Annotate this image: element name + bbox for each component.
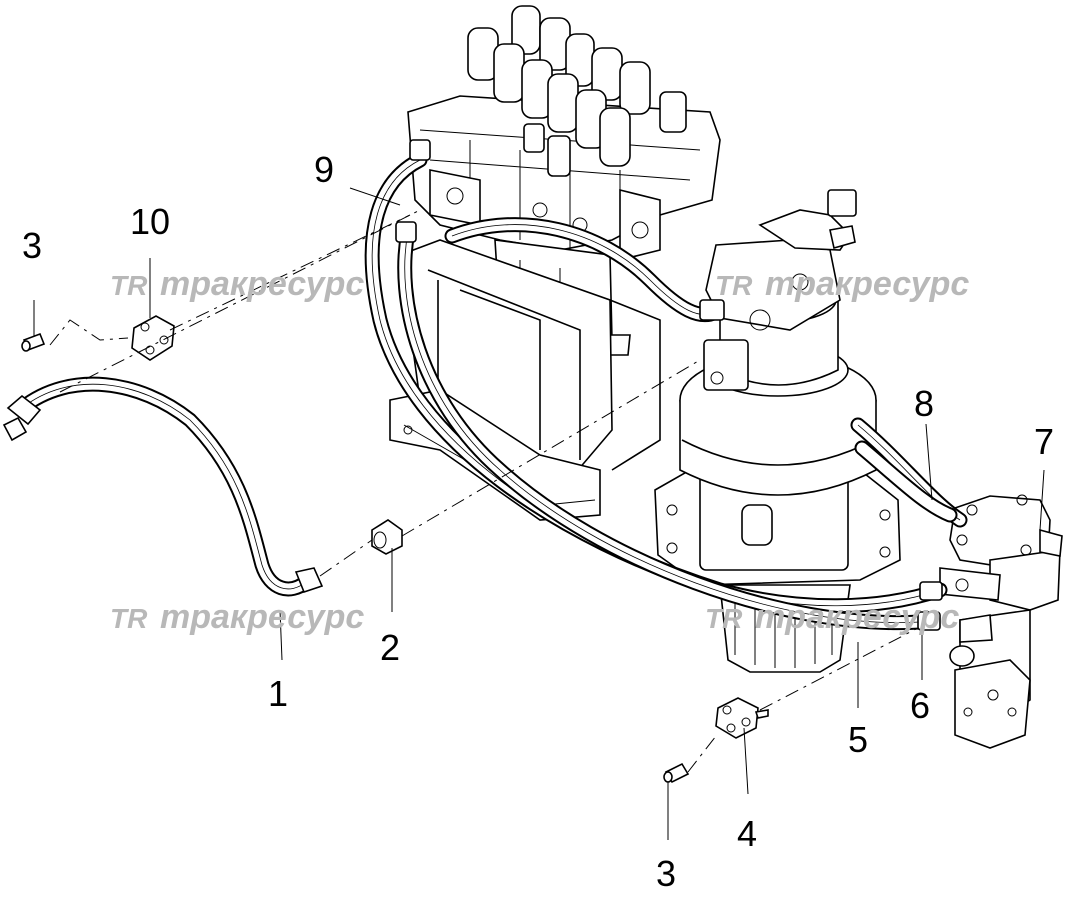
- flange-10: [131, 315, 175, 361]
- watermark-2: TR тракресурс: [715, 265, 969, 303]
- callout-8: 8: [914, 383, 934, 424]
- callout-3-bottom: 3: [656, 853, 676, 894]
- callout-7: 7: [1034, 421, 1054, 462]
- watermark-logo: TR: [705, 603, 743, 634]
- callout-4: 4: [737, 813, 757, 854]
- callout-6: 6: [910, 685, 930, 726]
- callout-3-top: 3: [22, 225, 42, 266]
- swivel-joint: [939, 494, 1063, 749]
- assembly-axes: [49, 209, 919, 773]
- watermark-text: тракресурс: [160, 265, 364, 303]
- loose-parts: [21, 315, 769, 784]
- control-valve-block: [407, 5, 721, 356]
- hoses: [2, 139, 968, 631]
- watermark-text: тракресурс: [765, 265, 969, 303]
- bolt-3-top: [21, 332, 46, 352]
- callout-1: 1: [268, 673, 288, 714]
- callout-5: 5: [848, 719, 868, 760]
- solenoid-stack: [467, 5, 687, 177]
- hose-1: [2, 376, 324, 597]
- swing-motor: [654, 189, 901, 673]
- callout-2: 2: [380, 627, 400, 668]
- watermark-text: тракресурс: [755, 598, 959, 636]
- callouts: 1 2 3 3 4 5 6 7 8 9 10: [22, 149, 1054, 894]
- watermark-logo: TR: [110, 270, 148, 301]
- fitting-2: [371, 519, 403, 555]
- callout-10: 10: [130, 201, 170, 242]
- watermark-logo: TR: [110, 603, 148, 634]
- watermark-4: TR тракресурс: [705, 598, 959, 636]
- hose-5: [397, 224, 928, 631]
- watermark-logo: TR: [715, 270, 753, 301]
- watermark-1: TR тракресурс: [110, 265, 364, 303]
- flange-4: [715, 697, 769, 739]
- bolt-3-bottom: [663, 762, 690, 784]
- watermark-text: тракресурс: [160, 598, 364, 636]
- watermark-3: TR тракресурс: [110, 598, 364, 636]
- hose-8: [850, 417, 968, 528]
- callout-9: 9: [314, 149, 334, 190]
- leader-lines: [33, 187, 1045, 840]
- hose-valve-motor: [444, 217, 724, 323]
